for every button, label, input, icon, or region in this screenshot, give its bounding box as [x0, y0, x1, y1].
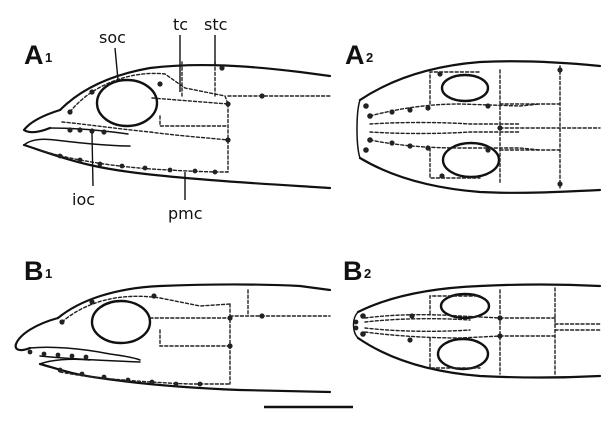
panel-b1-lateral-head: B 1: [16, 256, 330, 392]
panel-index-b2: 2: [364, 266, 371, 281]
panel-index-a2: 2: [366, 50, 373, 65]
panel-index-a1: 1: [45, 50, 52, 65]
canal-label-soc: soc: [99, 28, 126, 47]
eye-b2-upper: [441, 294, 489, 318]
panel-index-b1: 1: [45, 266, 52, 281]
panel-label-b2: B: [343, 256, 363, 286]
panel-label-a1: A: [24, 40, 44, 70]
panel-b2-dorsal-head: B 2: [343, 256, 600, 378]
panel-a1-lateral-head: A 1 soc tc stc ioc pmc: [24, 15, 330, 223]
canal-label-tc: tc: [173, 15, 188, 34]
eye-a1: [97, 80, 157, 126]
panel-label-a2: A: [345, 40, 365, 70]
canal-label-ioc: ioc: [72, 190, 95, 209]
panel-label-b1: B: [24, 256, 44, 286]
canal-label-pmc: pmc: [168, 204, 203, 223]
eye-a2-upper: [442, 75, 488, 101]
panel-a2-dorsal-head: A 2: [345, 40, 600, 193]
eye-b2-lower: [438, 339, 488, 369]
eye-b1: [92, 301, 150, 343]
canal-label-stc: stc: [204, 15, 227, 34]
